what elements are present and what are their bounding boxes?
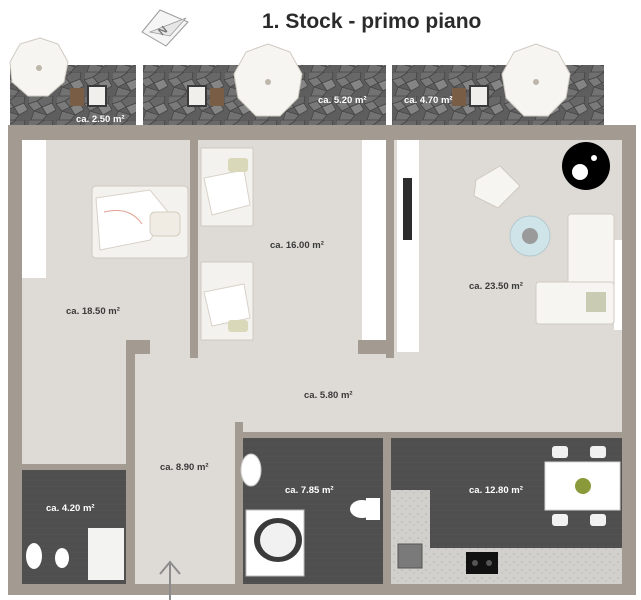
bathroom-sink xyxy=(240,453,262,487)
double-bed xyxy=(91,185,189,259)
kitchen-counter xyxy=(391,490,622,584)
parasol-left xyxy=(9,37,69,97)
area-label-hall: ca. 8.90 m² xyxy=(160,462,209,473)
coffee-table xyxy=(509,215,551,257)
north-arrow-icon: N xyxy=(141,9,189,47)
dining-table xyxy=(544,446,621,526)
bathroom-toilet xyxy=(350,498,380,520)
area-label-balcony-right: ca. 4.70 m² xyxy=(404,95,453,106)
bedroom-large-lower xyxy=(22,340,126,464)
armchair xyxy=(473,165,521,209)
single-bed-bottom xyxy=(200,261,254,341)
area-label-bathroom: ca. 7.85 m² xyxy=(285,485,334,496)
parasol-right xyxy=(501,43,571,117)
plan-title: 1. Stock - primo piano xyxy=(262,10,482,33)
area-label-wc: ca. 4.20 m² xyxy=(46,503,95,514)
bathtub xyxy=(245,509,305,577)
tv-unit xyxy=(403,178,412,240)
area-label-bedroom-large: ca. 18.50 m² xyxy=(66,306,120,317)
windows xyxy=(22,140,622,352)
area-label-corridor: ca. 5.80 m² xyxy=(304,390,353,401)
wc-fixtures xyxy=(26,528,124,580)
interior-walls xyxy=(22,140,622,584)
area-label-kitchen: ca. 12.80 m² xyxy=(469,485,523,496)
area-label-bedroom-twin: ca. 16.00 m² xyxy=(270,240,324,251)
sofa xyxy=(535,213,615,325)
area-label-balcony-center: ca. 5.20 m² xyxy=(318,95,367,106)
cooktop xyxy=(466,552,498,574)
balcony-chairs xyxy=(87,85,489,107)
kitchen-sink xyxy=(397,543,423,569)
entrance-arrow-icon xyxy=(159,560,181,600)
parasol-center xyxy=(233,43,303,117)
balcony-chair-backs xyxy=(70,88,466,106)
round-rug xyxy=(562,142,610,190)
hall-floor xyxy=(135,354,235,584)
single-bed-top xyxy=(200,147,254,227)
area-label-balcony-left: ca. 2.50 m² xyxy=(76,114,125,125)
area-label-living-room: ca. 23.50 m² xyxy=(469,281,523,292)
